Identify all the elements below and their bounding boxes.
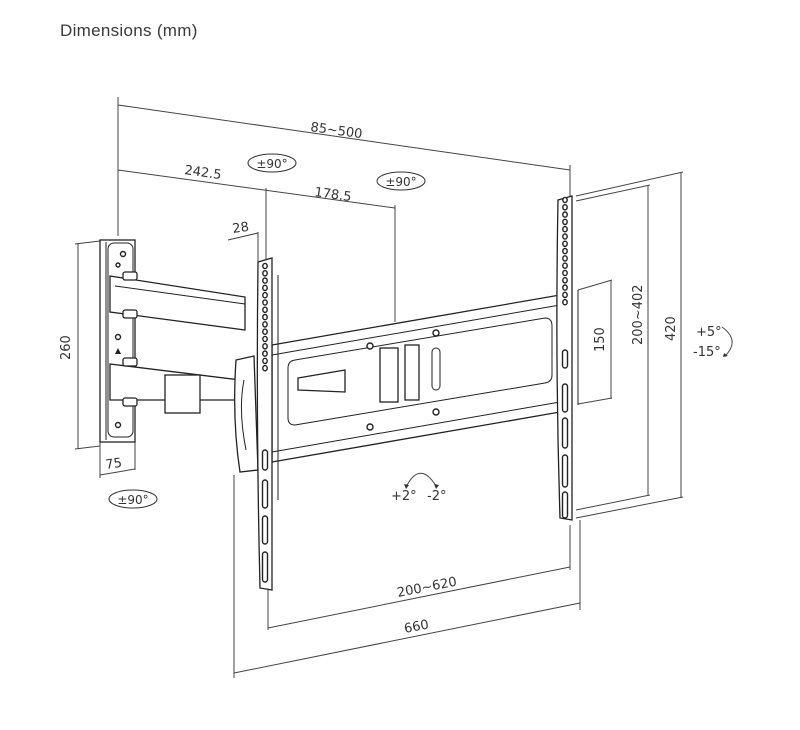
page-title: Dimensions (mm) [60,21,198,40]
rail-slot [261,551,269,583]
right-rail [556,195,579,521]
rail-hole [262,364,268,372]
rail-slot [261,449,269,471]
label-wall-plate-width: 75 [104,456,122,473]
rail-slot [561,417,569,449]
tilt-arrow-icon [721,326,733,356]
rail-hole [562,269,568,277]
upper-arm [109,271,246,331]
pivot-bracket [234,355,259,473]
rail-hole [262,299,268,306]
rail-hole [262,269,268,277]
svg-text:-2°: -2° [427,489,446,504]
rail-hole [562,218,568,226]
rail-hole [562,196,568,204]
svg-text:±90°: ±90° [385,175,416,189]
label-overall-width: 660 [403,617,430,636]
rail-hole [562,291,568,299]
rail-slot [561,349,569,369]
rail-hole [262,328,268,336]
rail-hole [262,350,268,357]
crossbar [271,294,561,463]
label-wall-plate-height: 260 [59,335,74,360]
rail-hole [562,211,568,218]
svg-text:+2°: +2° [391,489,417,504]
label-offset: 28 [231,220,249,237]
svg-text:±90°: ±90° [256,157,287,171]
rail-hole [562,247,568,255]
rail-hole [262,291,268,299]
rotation-badge-wall: ±90° [108,489,158,509]
rail-hole [562,298,568,306]
rail-slot [261,515,269,545]
rail-hole [262,284,268,292]
rail-hole [562,233,568,240]
rail-hole [262,313,268,321]
rail-hole [262,342,268,350]
rail-hole [262,321,268,328]
rotation-badge-1: ±90° [247,153,297,173]
level-indicator: +2° -2° [391,472,446,504]
rail-hole [562,255,568,262]
lower-arm [109,357,241,414]
rail-hole [262,277,268,284]
label-rail-height: 420 [664,316,679,341]
label-total-depth: 85~500 [309,120,363,142]
rail-hole [562,284,568,291]
svg-text:-15°: -15° [693,345,721,360]
rail-hole [562,240,568,248]
dimension-lines [74,97,684,678]
rail-slot [561,491,569,519]
rail-hole [262,357,268,365]
rail-slot [261,479,269,509]
rail-hole [262,335,268,343]
rail-hole [262,306,268,314]
rail-hole [562,262,568,270]
rail-hole [562,276,568,284]
tilt-indicator: +5° -15° [693,325,733,360]
rail-hole [262,262,268,270]
svg-text:+5°: +5° [696,325,722,340]
svg-text:±90°: ±90° [117,493,148,507]
wall-plate [99,239,136,443]
left-rail [256,257,279,591]
rail-slot [561,454,569,488]
label-arm-2: 178.5 [313,185,352,205]
label-vesa-horizontal: 200~620 [396,575,458,601]
label-vesa-vertical: 200~402 [631,284,646,345]
rail-hole [562,225,568,233]
label-arm-1: 242.5 [183,163,222,183]
rail-slot [561,383,569,413]
label-vesa-small: 150 [593,327,608,352]
rail-hole [562,203,568,211]
level-arrow-icon [405,472,437,488]
rotation-badge-2: ±90° [376,171,426,191]
